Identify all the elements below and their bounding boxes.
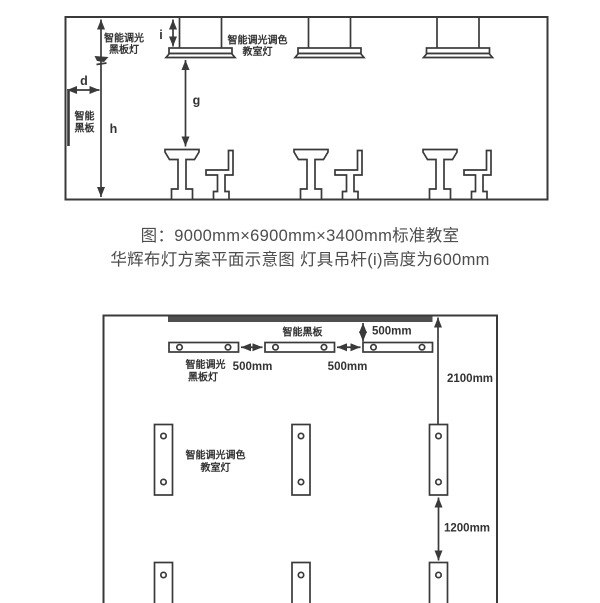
dim-gap1-label: 500mm: [233, 361, 273, 373]
mount-hole: [224, 343, 232, 351]
caption-line-1: 图：9000mm×6900mm×3400mm标准教室: [140, 227, 460, 245]
mount-hole: [159, 571, 168, 579]
dim-blackboard-offset-label: 500mm: [372, 326, 412, 338]
ceiling-light: [421, 18, 495, 59]
blackboard-light-bar: [168, 341, 240, 353]
desk: [164, 148, 200, 201]
plan-diagram: 智能黑板 500mm 500mm 智能调光 黑板灯 500mm 2: [102, 314, 498, 603]
mount-hole: [159, 478, 168, 486]
blackboard-light-label-line1: 智能调光: [104, 32, 144, 45]
blackboard-light-bar: [264, 341, 336, 353]
blackboard-light-label-line1: 智能调光: [186, 358, 226, 371]
mount-hole: [418, 343, 426, 351]
light-diffuser: [421, 52, 495, 59]
classroom-light-label-line2: 教室灯: [200, 461, 231, 474]
chair: [334, 149, 363, 201]
classroom-light: [428, 561, 449, 603]
figure-caption: 图：9000mm×6900mm×3400mm标准教室 华辉布灯方案平面示意图 灯…: [0, 215, 600, 300]
mount-hole: [434, 432, 443, 440]
mount-hole: [369, 343, 378, 351]
dim-h-label: h: [110, 122, 118, 136]
ceiling-light: [293, 18, 366, 59]
caption-line-2: 华辉布灯方案平面示意图 灯具吊杆(i)高度为600mm: [110, 251, 490, 269]
blackboard-light-label-line2: 黑板灯: [109, 43, 139, 56]
desk: [422, 148, 458, 201]
chair: [463, 149, 492, 201]
mount-hole: [297, 432, 305, 440]
dim-gap2-label: 500mm: [328, 361, 368, 373]
mount-hole: [320, 343, 328, 351]
classroom-light: [153, 423, 174, 496]
elevation-diagram: i d h g 智能 黑板 智能调光 黑板灯 智能调光调色 教室灯: [64, 16, 549, 201]
classroom-light-label-line2: 教室灯: [242, 45, 273, 58]
dim-row-gap-label: 1200mm: [444, 523, 490, 535]
light-diffuser: [164, 52, 237, 59]
dim-g-label: g: [193, 94, 201, 108]
mount-hole: [159, 432, 168, 440]
dim-i-label: i: [159, 28, 162, 42]
dim-d-label: d: [80, 74, 88, 88]
classroom-light-label-line1: 智能调光调色: [186, 449, 246, 462]
dim-first-row-label: 2100mm: [447, 373, 493, 385]
classroom-light: [291, 423, 311, 496]
smart-blackboard-label-line2: 黑板: [75, 122, 96, 135]
mount-hole: [434, 478, 443, 486]
smart-blackboard-bar: [168, 316, 433, 322]
desk: [293, 148, 329, 201]
classroom-light-label-line1: 智能调光调色: [228, 34, 288, 47]
mount-hole: [271, 343, 280, 351]
ceiling-light: [164, 18, 237, 59]
smart-blackboard-label: 智能黑板: [283, 326, 324, 339]
mount-hole: [175, 343, 184, 351]
mount-hole: [434, 571, 443, 579]
room-walls: [102, 314, 498, 603]
chair: [205, 149, 234, 201]
smart-blackboard-label-line1: 智能: [75, 110, 95, 123]
classroom-light: [428, 423, 449, 496]
mount-hole: [297, 478, 305, 486]
mount-hole: [297, 571, 305, 579]
light-diffuser: [293, 52, 366, 59]
classroom-light: [153, 561, 174, 603]
classroom-light: [291, 561, 311, 603]
blackboard-light-bar: [362, 341, 434, 353]
blackboard-light-label-line2: 黑板灯: [188, 371, 218, 384]
